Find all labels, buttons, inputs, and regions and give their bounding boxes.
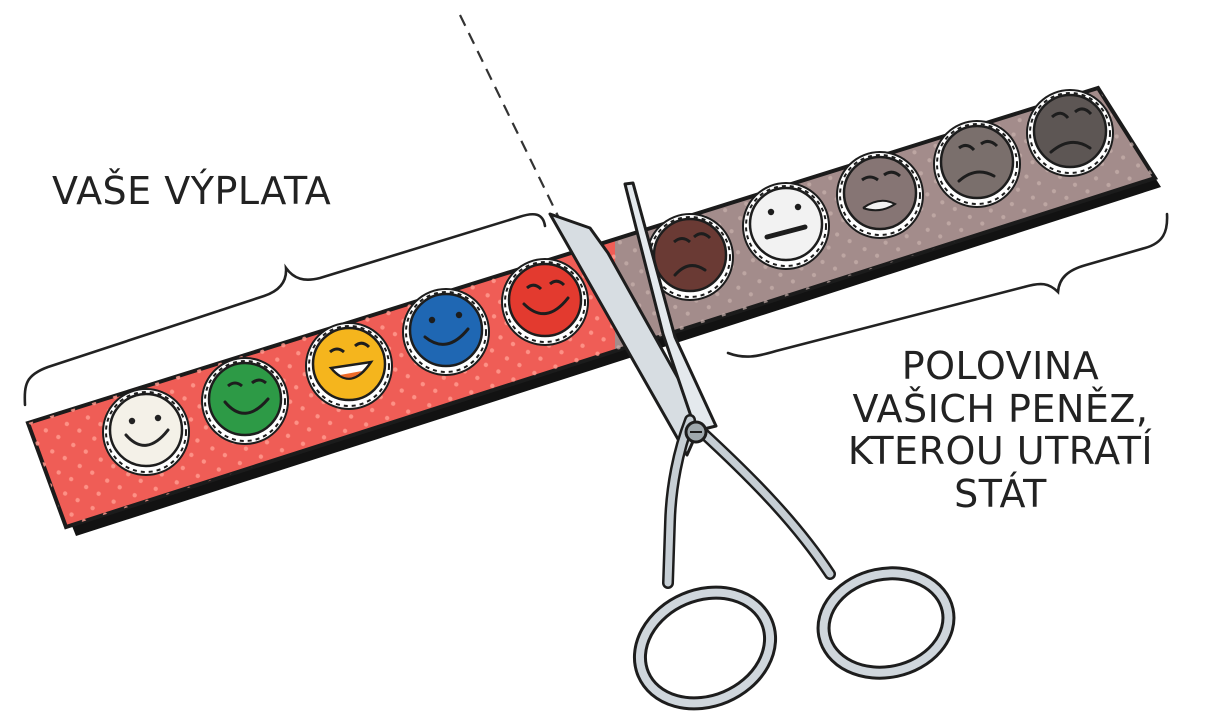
blue-smiling-face-icon (402, 288, 490, 376)
dark-gray-sad-face-icon (1026, 89, 1114, 177)
left-bracket (23, 212, 547, 407)
gray-unhappy-face-icon (836, 151, 924, 239)
white-happy-face-icon (102, 388, 190, 476)
state-share-label-line: VAŠICH PENĚZ, (852, 386, 1149, 431)
state-share-label-line: STÁT (954, 471, 1047, 516)
red-smiling-face-icon (501, 258, 589, 346)
scissors-icon (548, 181, 956, 711)
right-bracket (726, 212, 1169, 358)
pay-label: VAŠE VÝPLATA (52, 169, 332, 213)
state-share-label-line: POLOVINA (901, 344, 1100, 388)
state-share-label-line: KTEROU UTRATÍ (847, 429, 1154, 474)
yellow-joyful-face-icon (305, 322, 393, 410)
white-neutral-face-icon (742, 182, 830, 270)
state-share-label: POLOVINA VAŠICH PENĚZ, KTEROU UTRATÍ STÁ… (808, 345, 1193, 515)
gray-sad-face-icon (933, 120, 1021, 208)
green-happy-face-icon (201, 357, 289, 445)
